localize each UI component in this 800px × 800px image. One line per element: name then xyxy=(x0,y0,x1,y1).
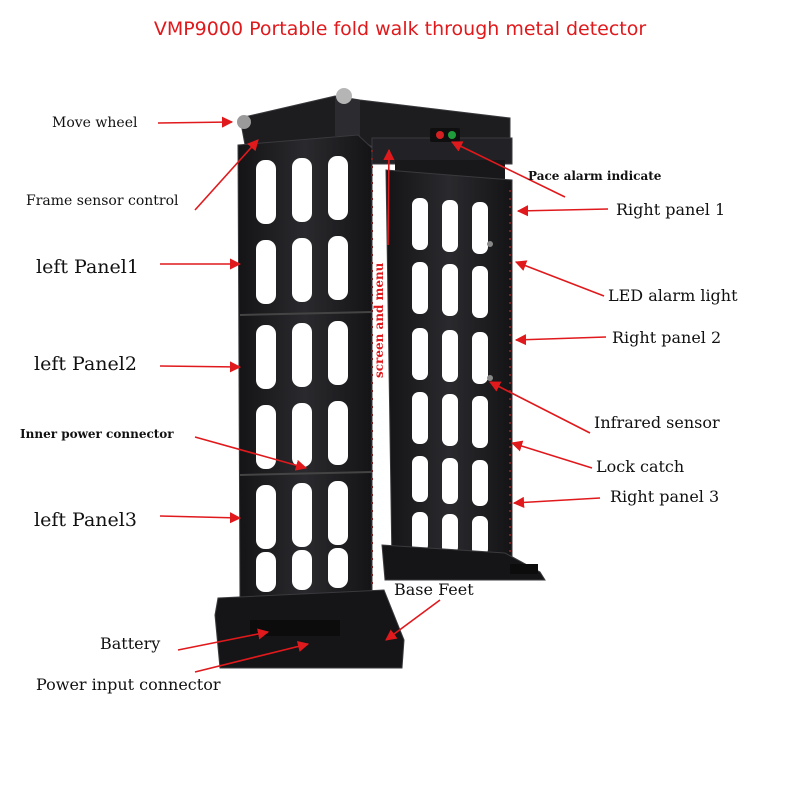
label-inner-power-connector: Inner power connector xyxy=(20,427,174,441)
diagram-title: VMP9000 Portable fold walk through metal… xyxy=(153,18,647,40)
label-base-feet: Base Feet xyxy=(394,580,474,599)
left-base-feet xyxy=(214,589,405,669)
label-led-alarm-light: LED alarm light xyxy=(608,286,738,305)
label-move-wheel: Move wheel xyxy=(52,115,138,131)
label-power-input-connector: Power input connector xyxy=(36,675,221,694)
right-tower xyxy=(385,169,513,566)
label-battery: Battery xyxy=(100,634,161,653)
left-tower xyxy=(237,134,373,601)
pace-alarm-lights xyxy=(430,128,460,142)
label-right-panel1: Right panel 1 xyxy=(616,200,726,219)
label-right-panel2: Right panel 2 xyxy=(612,328,722,347)
label-left-panel2: left Panel2 xyxy=(34,353,137,375)
move-wheel-icon xyxy=(237,88,352,129)
annotation-arrows xyxy=(157,116,609,673)
right-base-feet xyxy=(381,544,546,581)
label-pace-alarm-indicate: Pace alarm indicate xyxy=(528,169,662,183)
label-screen-and-menu: screen and menu xyxy=(372,262,386,378)
label-left-panel1: left Panel1 xyxy=(36,256,139,278)
top-crossbar xyxy=(239,95,513,182)
label-frame-sensor-control: Frame sensor control xyxy=(26,193,179,209)
label-left-panel3: left Panel3 xyxy=(34,509,137,531)
label-right-panel3: Right panel 3 xyxy=(610,487,720,506)
label-infrared-sensor: Infrared sensor xyxy=(594,413,720,432)
label-lock-catch: Lock catch xyxy=(596,457,685,476)
